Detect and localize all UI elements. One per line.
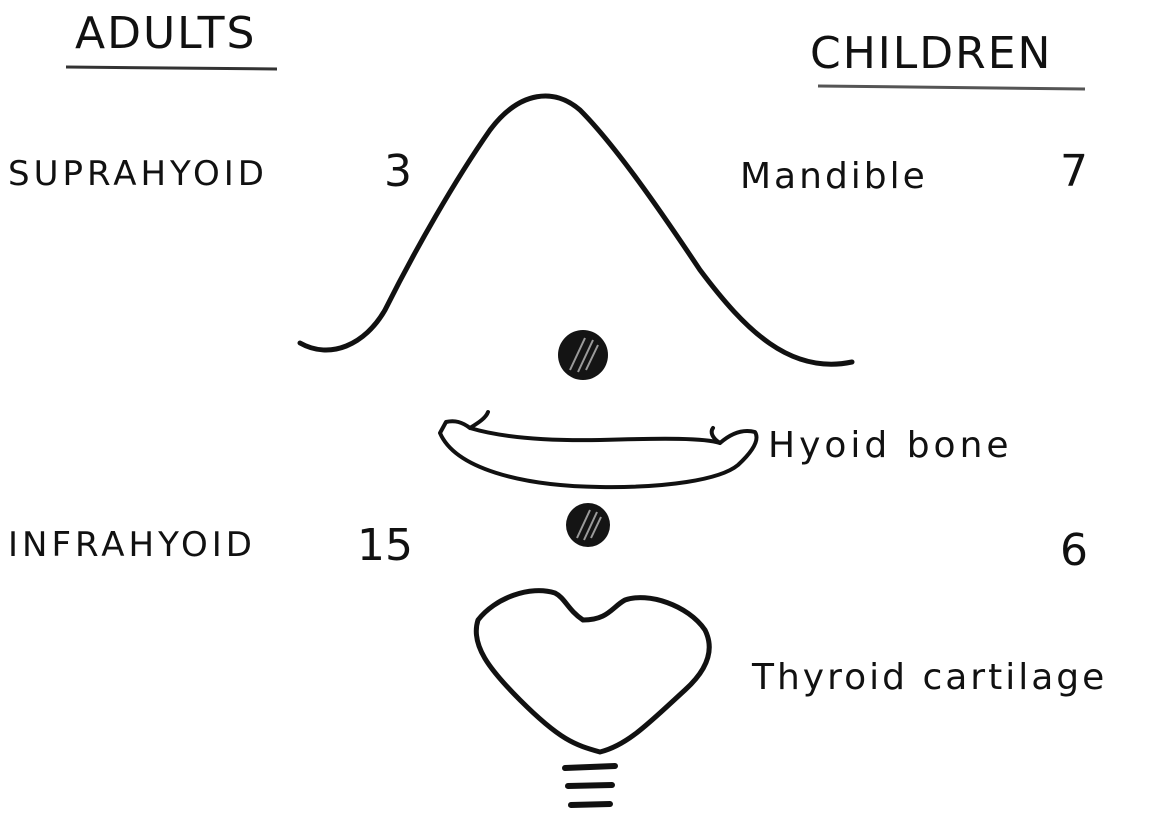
thyroid-cartilage [476,591,709,752]
suprahyoid-adults-count: 3 [384,150,412,194]
mandible-label: Mandible [740,159,928,195]
children-heading: CHILDREN [810,32,1052,76]
children-underline [818,86,1085,89]
infrahyoid-adults-count: 15 [357,524,413,568]
adults-underline [66,67,277,69]
hyoid-bone [440,421,756,487]
suprahyoid-node [558,330,608,380]
mandible-arc [300,96,852,364]
infrahyoid-label: INFRAHYOID [8,528,256,562]
adults-heading: ADULTS [75,12,256,56]
hyoid-bone-label: Hyoid bone [768,428,1013,464]
infrahyoid-node [566,503,610,547]
trachea-rings [565,766,615,805]
infrahyoid-children-count: 6 [1060,529,1088,573]
hyoid-left-notch [470,412,488,428]
suprahyoid-label: SUPRAHYOID [8,157,268,191]
suprahyoid-children-count: 7 [1060,150,1088,194]
thyroid-cartilage-label: Thyroid cartilage [752,660,1107,696]
